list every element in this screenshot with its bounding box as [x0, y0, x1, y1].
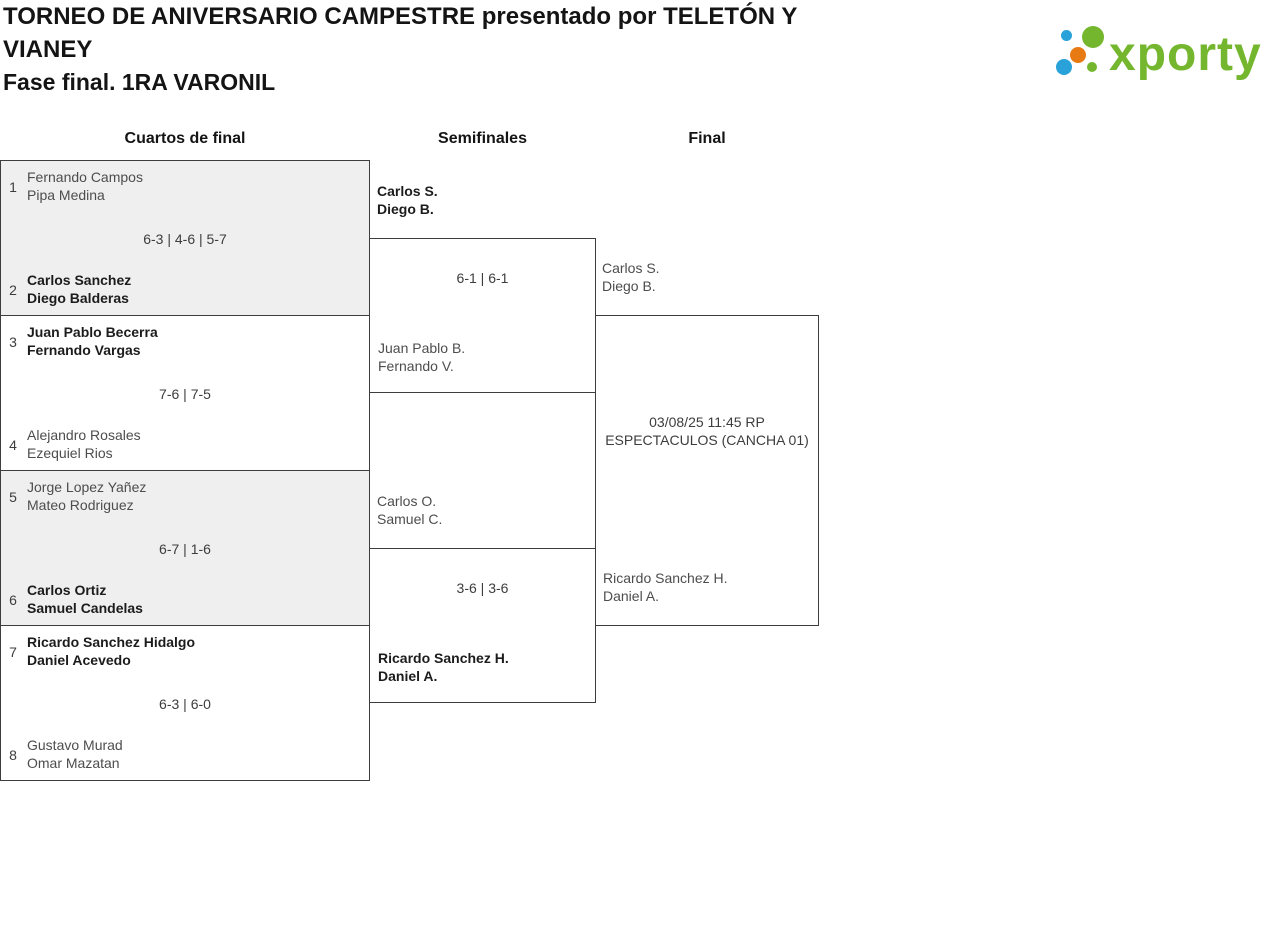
round-header-quarterfinals: Cuartos de final: [124, 130, 246, 147]
seed-number: 8: [9, 747, 17, 763]
seed-number: 4: [9, 437, 17, 453]
quarterfinal-match-4: 7 Ricardo Sanchez Hidalgo Daniel Acevedo…: [0, 625, 370, 781]
team-names-winner: Juan Pablo Becerra Fernando Vargas: [27, 324, 158, 358]
xporty-logo[interactable]: xporty: [1050, 20, 1280, 100]
seed-number: 5: [9, 489, 17, 505]
team-names: Fernando Campos Pipa Medina: [27, 169, 143, 203]
team-names-winner: Ricardo Sanchez H. Daniel A.: [378, 650, 509, 684]
tournament-title: TORNEO DE ANIVERSARIO CAMPESTRE presenta…: [3, 3, 798, 63]
logo-dot-icon: [1070, 47, 1086, 63]
quarterfinal-match-1: 1 Fernando Campos Pipa Medina 6-3 | 4-6 …: [0, 160, 370, 316]
round-header-final: Final: [688, 130, 726, 147]
logo-dot-icon: [1087, 62, 1097, 72]
team-names: Juan Pablo B. Fernando V.: [378, 340, 466, 374]
logo-dot-icon: [1056, 59, 1072, 75]
quarterfinal-match-3: 5 Jorge Lopez Yañez Mateo Rodriguez 6-7 …: [0, 470, 370, 626]
match-score: 7-6 | 7-5: [159, 386, 211, 402]
semifinal-match-1: 6-1 | 6-1 Juan Pablo B. Fernando V.: [369, 238, 596, 393]
match-score: 6-3 | 6-0: [159, 696, 211, 712]
final-match-schedule: 03/08/25 11:45 RP ESPECTACULOS (CANCHA 0…: [605, 414, 809, 448]
semifinal-1-entrant-top: Carlos S. Diego B.: [377, 183, 438, 217]
final-entrant-top: Carlos S. Diego B.: [602, 260, 660, 294]
semifinal-2-entrant-top: Carlos O. Samuel C.: [377, 493, 443, 527]
final-match: 03/08/25 11:45 RP ESPECTACULOS (CANCHA 0…: [595, 315, 819, 626]
team-names: Alejandro Rosales Ezequiel Rios: [27, 427, 141, 461]
phase-subtitle: Fase final. 1RA VARONIL: [3, 69, 276, 95]
seed-number: 6: [9, 592, 17, 608]
team-names: Ricardo Sanchez H. Daniel A.: [603, 570, 728, 604]
seed-number: 1: [9, 179, 17, 195]
match-score: 6-1 | 6-1: [456, 270, 509, 286]
team-names-winner: Ricardo Sanchez Hidalgo Daniel Acevedo: [27, 634, 196, 668]
team-names: Gustavo Murad Omar Mazatan: [27, 737, 123, 771]
round-header-semifinals: Semifinales: [438, 130, 527, 147]
team-names: Jorge Lopez Yañez Mateo Rodriguez: [27, 479, 147, 513]
xporty-logo-text: xporty: [1109, 28, 1262, 81]
page-header: TORNEO DE ANIVERSARIO CAMPESTRE presenta…: [3, 0, 943, 99]
seed-number: 7: [9, 644, 17, 660]
semifinal-match-2: 3-6 | 3-6 Ricardo Sanchez H. Daniel A.: [369, 548, 596, 703]
team-names-winner: Carlos Sanchez Diego Balderas: [27, 272, 132, 306]
logo-dot-icon: [1082, 26, 1104, 48]
match-score: 6-3 | 4-6 | 5-7: [143, 231, 227, 247]
match-score: 3-6 | 3-6: [456, 580, 509, 596]
match-score: 6-7 | 1-6: [159, 541, 211, 557]
quarterfinal-match-2: 3 Juan Pablo Becerra Fernando Vargas 7-6…: [0, 315, 370, 471]
logo-dot-icon: [1061, 30, 1072, 41]
seed-number: 3: [9, 334, 17, 350]
seed-number: 2: [9, 282, 17, 298]
team-names-winner: Carlos Ortiz Samuel Candelas: [27, 582, 143, 616]
